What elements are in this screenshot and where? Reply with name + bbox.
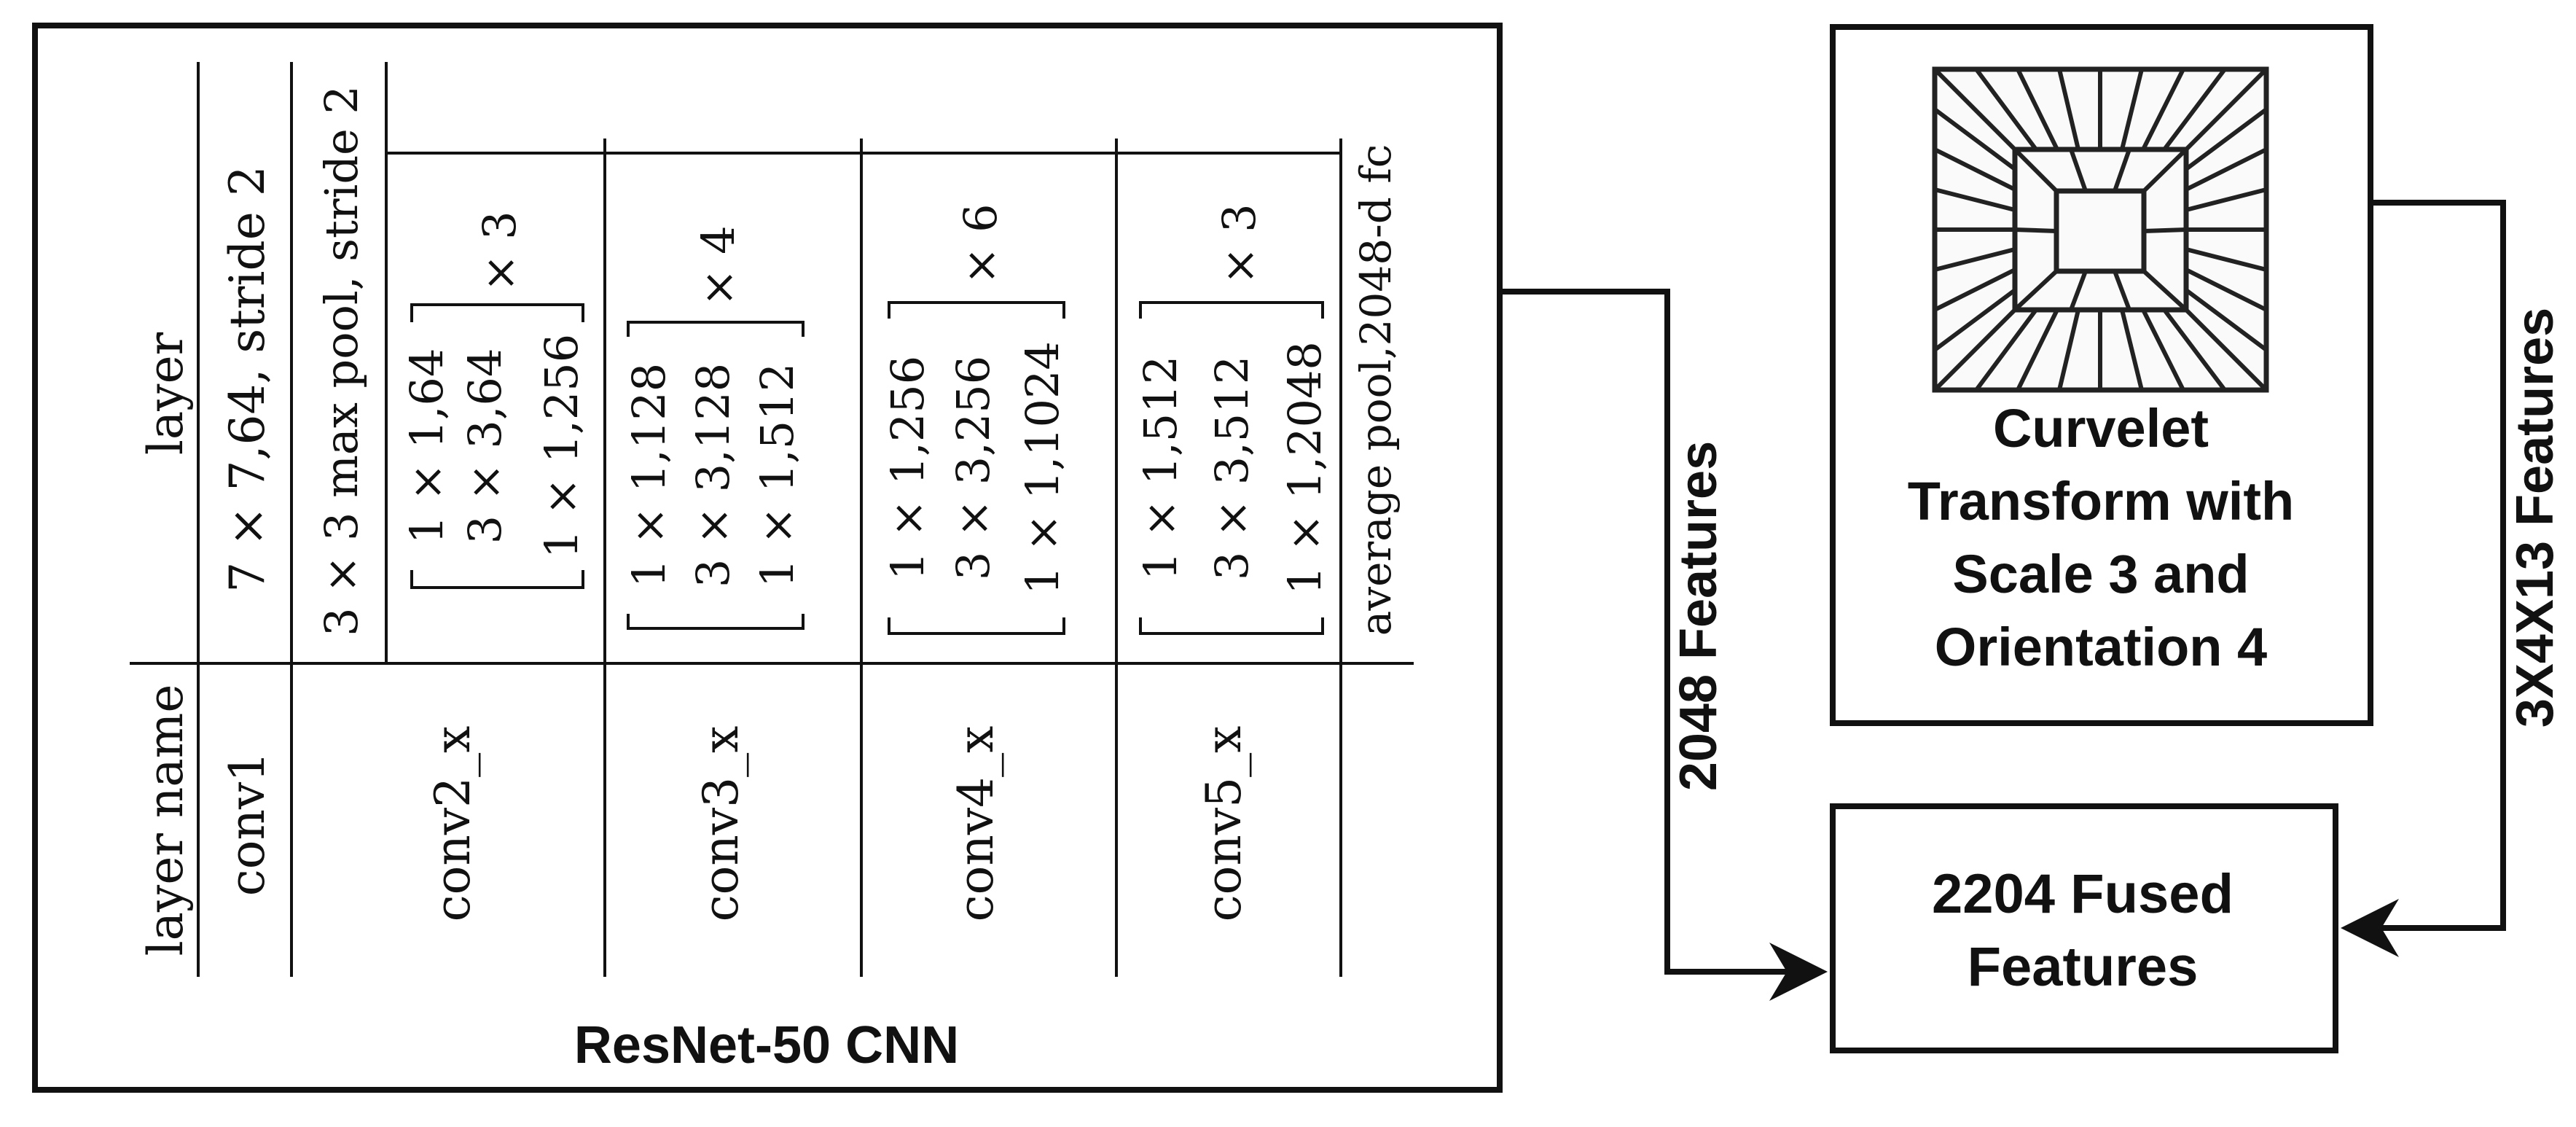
row-name-conv5: conv5_x — [1196, 726, 1252, 922]
resnet-features-label: 2048 Features — [1669, 441, 1728, 791]
conv3-bracket — [627, 321, 804, 630]
curvelet-tiling-icon — [1932, 66, 2269, 393]
conv3-block: 1 × 1,128 3 × 3,128 1 × 1,512 × 4 — [622, 225, 804, 630]
conv3-line-2: 3 × 3,128 — [686, 363, 740, 588]
conv2-mult: × 3 — [473, 211, 526, 292]
conv2-maxpool: 3 × 3 max pool, stride 2 — [315, 85, 368, 636]
header-layer: layer — [138, 332, 194, 455]
conv2-line-2: 3 × 3,64 — [458, 348, 512, 545]
resnet-box — [32, 23, 1503, 1093]
conv5-bracket — [1139, 301, 1324, 635]
header-layer-name: layer name — [138, 685, 194, 956]
curvelet-line-1: Curvelet — [1993, 398, 2209, 459]
conv5-line-3: 1 × 1,2048 — [1278, 341, 1331, 595]
conv2-bracket — [410, 303, 584, 589]
conv1-spec: 7 × 7,64, stride 2 — [219, 165, 275, 593]
conv4-block: 1 × 1,256 3 × 3,256 1 × 1,1024 × 6 — [881, 203, 1069, 635]
conv4-line-3: 1 × 1,1024 — [1016, 341, 1069, 595]
curvelet-line-3: Scale 3 and — [1952, 544, 2249, 604]
conv5-line-2: 3 × 3,512 — [1205, 356, 1258, 580]
curvelet-features-label: 3X4X13 Features — [2506, 308, 2564, 728]
row-name-conv3: conv3_x — [693, 726, 749, 922]
final-layer: average pool,2048-d fc — [1351, 144, 1401, 636]
conv2-block: 1 × 1,64 3 × 3,64 1 × 1,256 × 3 — [400, 211, 588, 589]
row-name-conv1: conv1 — [219, 752, 275, 896]
conv4-bracket — [888, 301, 1065, 635]
fused-box — [1830, 803, 2338, 1053]
curvelet-line-2: Transform with — [1908, 471, 2294, 531]
resnet-caption: ResNet-50 CNN — [574, 1016, 959, 1075]
conv3-line-1: 1 × 1,128 — [622, 363, 676, 588]
conv5-line-1: 1 × 1,512 — [1134, 356, 1187, 580]
row-name-conv4: conv4_x — [948, 726, 1004, 922]
conv3-mult: × 4 — [692, 225, 745, 306]
conv2-line-3: 1 × 1,256 — [535, 334, 588, 558]
fused-line-2: Features — [1968, 936, 2199, 998]
conv4-line-1: 1 × 1,256 — [881, 356, 934, 580]
conv5-mult: × 3 — [1213, 203, 1266, 284]
row-name-conv2: conv2_x — [425, 726, 481, 922]
curvelet-line-4: Orientation 4 — [1935, 617, 2267, 677]
conv3-line-3: 1 × 1,512 — [751, 363, 804, 588]
fused-line-1: 2204 Fused — [1932, 863, 2234, 925]
resnet-to-fused-arrow — [1500, 289, 1828, 1001]
conv2-line-1: 1 × 1,64 — [400, 348, 453, 545]
conv4-line-2: 3 × 3,256 — [947, 356, 1000, 580]
conv4-mult: × 6 — [954, 203, 1007, 284]
resnet-table — [130, 62, 1414, 977]
conv5-block: 1 × 1,512 3 × 3,512 1 × 1,2048 × 3 — [1134, 203, 1331, 635]
curvelet-box — [1830, 24, 2373, 726]
curvelet-to-fused-arrow — [2341, 200, 2506, 957]
